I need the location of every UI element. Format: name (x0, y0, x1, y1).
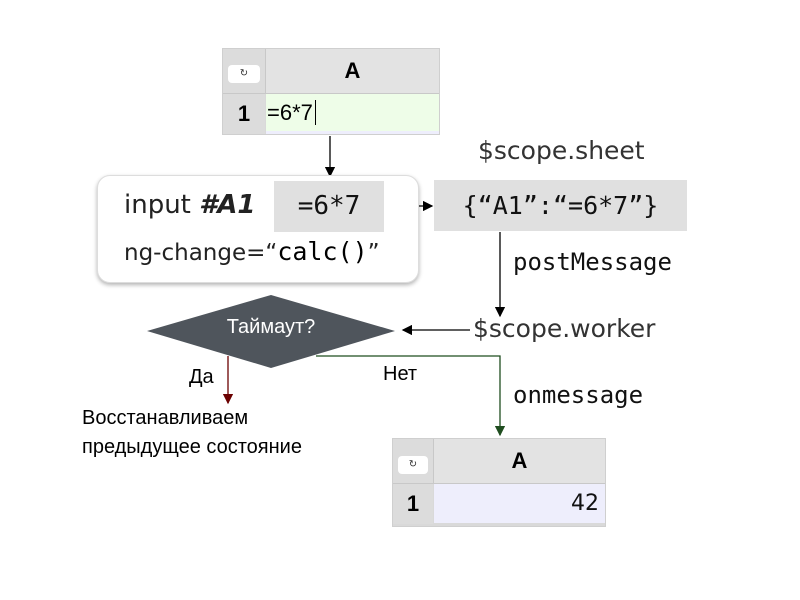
cell-a1-editing[interactable]: =6*7​ (266, 94, 439, 131)
restore-line-2: предыдущее состояние (82, 436, 302, 458)
scope-worker-label: $scope.worker (473, 314, 656, 343)
refresh-icon[interactable]: ↻ (398, 456, 428, 474)
cell-value: =6*7 (267, 100, 313, 125)
cell-a1-result[interactable]: 42 (434, 484, 605, 523)
refresh-icon[interactable]: ↻ (228, 65, 260, 83)
column-header-a[interactable]: A (434, 439, 605, 484)
restore-line-1: Восстанавливаем (82, 407, 249, 429)
column-header-a[interactable]: A (266, 49, 439, 94)
post-message-label: postMessage (513, 248, 672, 276)
input-value[interactable]: =6*7 (274, 181, 384, 232)
decision-diamond (147, 295, 395, 368)
top-spreadsheet: ↻ A 1 =6*7​ (222, 48, 440, 135)
corner-cell: ↻ (223, 49, 266, 94)
text-cursor: ​ (314, 100, 316, 125)
onmessage-label: onmessage (513, 381, 644, 409)
scope-sheet-label: $scope.sheet (478, 136, 645, 165)
scope-sheet-json: {“A1”:“=6*7”} (434, 180, 687, 231)
result-spreadsheet: ↻ A 1 42 (392, 438, 606, 527)
arrow-no (316, 355, 506, 437)
ng-change-attribute: ng-change=“calc()” (124, 237, 380, 266)
input-element-card: input #A1 =6*7 ng-change=“calc()” (97, 175, 419, 283)
restore-state-text: Восстанавливаем предыдущее состояние (82, 404, 302, 462)
row-header-1[interactable]: 1 (223, 94, 265, 134)
corner-cell: ↻ (393, 439, 434, 484)
row-header-1[interactable]: 1 (393, 484, 433, 524)
decision-question: Таймаут? (226, 316, 316, 338)
yes-label: Да (189, 366, 214, 388)
input-label: input #A1 (124, 190, 256, 220)
no-label: Нет (383, 363, 418, 385)
